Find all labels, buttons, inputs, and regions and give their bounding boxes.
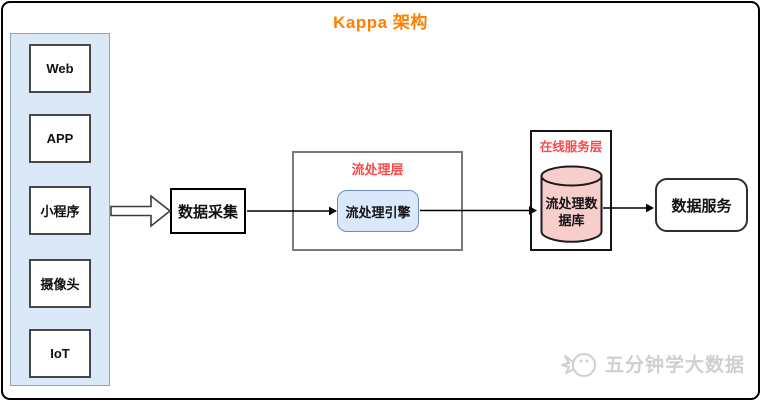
stream-db-label: 流处理数据库: [545, 196, 598, 228]
bird-logo-icon: [561, 353, 596, 377]
source-box-app: APP: [29, 114, 91, 163]
data-service-node: 数据服务: [655, 178, 748, 232]
data-service-label: 数据服务: [671, 197, 732, 215]
stream-processing-layer-container: 流处理层: [292, 151, 463, 251]
data-collect-node: 数据采集: [170, 188, 246, 234]
source-label: 小程序: [40, 204, 80, 219]
watermark-text: 五分钟学大数据: [605, 354, 746, 376]
page-title: Kappa 架构: [333, 13, 428, 32]
stream-layer-label: 流处理层: [351, 162, 404, 177]
source-label: APP: [46, 131, 74, 146]
source-label: Web: [46, 61, 74, 76]
data-sources-panel: Web APP 小程序 摄像头 IoT: [10, 33, 110, 386]
source-box-camera: 摄像头: [29, 259, 91, 308]
source-box-web: Web: [29, 44, 91, 93]
source-label: 摄像头: [40, 277, 80, 292]
source-box-iot: IoT: [29, 329, 91, 378]
online-layer-label: 在线服务层: [539, 140, 603, 154]
sources-to-collect-arrow: [110, 194, 172, 228]
stream-engine-node: 流处理引擎: [337, 190, 419, 232]
watermark: 五分钟学大数据: [560, 346, 745, 380]
source-box-miniprogram: 小程序: [29, 186, 91, 235]
data-collect-label: 数据采集: [177, 203, 238, 221]
stream-db-cylinder-icon: [540, 165, 603, 243]
stream-engine-label: 流处理引擎: [345, 204, 411, 220]
source-label: IoT: [50, 346, 70, 361]
